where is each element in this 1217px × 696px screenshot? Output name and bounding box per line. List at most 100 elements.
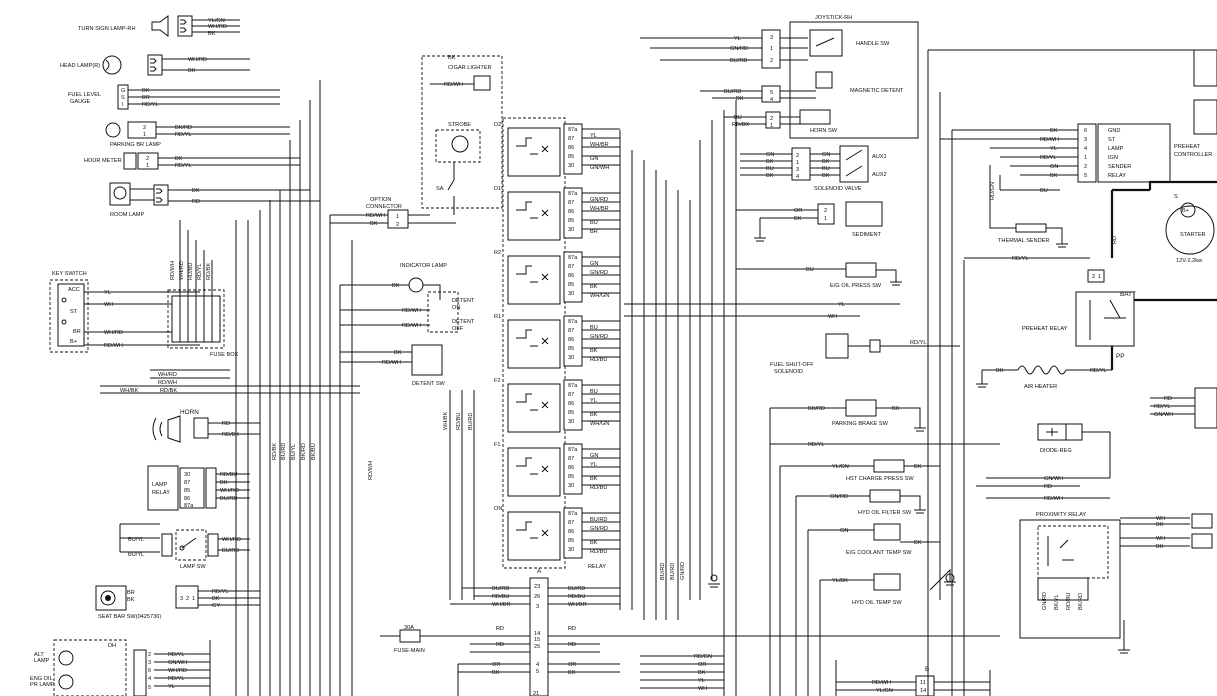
wire-label: RD/BK <box>160 388 177 394</box>
relay-pin: 87 <box>568 328 574 334</box>
room-lamp-icon <box>113 186 127 200</box>
preheat-controller: 6 3 4 1 2 5 GND ST LAMP IGN SENDER RELAY… <box>927 49 1217 696</box>
pin-label: 14 <box>920 688 926 694</box>
pin-label: 1 <box>143 132 146 138</box>
sediment-label: SEDIMENT <box>852 232 881 238</box>
wire-label: YL/GN <box>832 464 849 470</box>
pin-label: 87 <box>184 480 190 486</box>
pin-label: 14 <box>534 631 540 637</box>
wire-label: RD/BK <box>222 432 239 438</box>
wire-label: BU/RD <box>281 443 287 460</box>
cigar-icon <box>473 75 491 91</box>
solenoid-valve-label: SOLENOID VALVE <box>814 186 862 192</box>
wire-label: RD/BU <box>568 594 585 600</box>
relay-wire: BK <box>590 540 598 546</box>
relay-pin: 85 <box>568 154 574 160</box>
wire-label: GN <box>840 528 848 534</box>
relay-coil-icon <box>507 191 561 241</box>
relay-pin: 87 <box>568 520 574 526</box>
hour-meter: HOUR METER 2 1 BK RD/YL <box>84 152 300 170</box>
wire-label: WH/BR <box>568 602 587 608</box>
wire-label: GY <box>212 603 220 609</box>
turn-lamp-icon <box>151 15 169 37</box>
strobe-icon <box>451 135 469 153</box>
wire-label: RD/GN <box>694 654 712 660</box>
wire-label: RD/YL <box>168 652 184 658</box>
wire-label: RD/WH <box>158 380 177 386</box>
wire-label: DH <box>108 643 116 649</box>
wire-label: RD <box>192 199 200 205</box>
wire-label: RD <box>1044 484 1052 490</box>
wire-label: YL <box>734 36 741 42</box>
wire-label: OR <box>698 662 706 668</box>
wire-label: YL <box>168 684 175 690</box>
relay-coil-icon <box>507 127 561 177</box>
relay-bus: BU/RD BU/RD GN/RD RD/GN OR BK YL WH <box>619 100 737 696</box>
wire-label: RD/WH <box>368 461 374 480</box>
relay-pin: 87 <box>568 392 574 398</box>
hour-meter-label: HOUR METER <box>84 158 122 164</box>
detent-sw-icon <box>411 344 443 376</box>
wire-label: BK <box>914 540 922 546</box>
horn-label: HORN <box>180 409 199 416</box>
relay-wire: BK <box>590 412 598 418</box>
relay-wire: WH/GN <box>590 421 609 427</box>
wire-label: RD/YL <box>142 102 158 108</box>
turn-lamp-label: TURN SIGN LAMP-RH <box>78 26 136 32</box>
fuse-main-icon <box>399 629 421 643</box>
pin-label: 3 <box>536 604 539 610</box>
pin-label: 1 <box>1084 155 1087 161</box>
fuel-shutoff-label: SOLENOID <box>774 369 803 375</box>
fuse-rating: 30A <box>404 625 414 631</box>
relay-wire: WH/BR <box>590 206 609 212</box>
wire-label: WH <box>828 314 837 320</box>
wire-label: YL/GN <box>876 688 893 694</box>
pin-label: 1 <box>824 216 827 222</box>
relay-pin: 86 <box>568 209 574 215</box>
pin-label: 15 <box>534 637 540 643</box>
relay-wire: BU <box>590 220 598 226</box>
option-label: OPTION <box>370 197 391 203</box>
strobe-label: STROBE <box>448 122 471 128</box>
starter-icon <box>1165 205 1215 255</box>
wire-label: BK <box>142 88 150 94</box>
relay-name: F2 <box>494 378 501 384</box>
wire-label: RD/YL <box>910 340 926 346</box>
wire-label: WH/BR <box>492 602 511 608</box>
starter-terminal: S <box>1174 194 1178 200</box>
wire-label: OR <box>492 662 500 668</box>
wire-label: BK <box>175 156 183 162</box>
wire-label: BK <box>822 159 830 165</box>
wire-label: BU/RD <box>568 586 585 592</box>
wire-label: BU/RD <box>670 563 676 580</box>
wire-label: WH <box>104 302 113 308</box>
pin-label: 2 <box>186 596 189 602</box>
wire-label: RD <box>568 626 576 632</box>
lamp-switch: BU/YL BU/YL LAMP SW WH/RD BU/RD <box>119 523 250 570</box>
wire-label: RD <box>222 421 230 427</box>
pin-label: 1 <box>396 214 399 220</box>
pin-label: 1 <box>796 160 799 166</box>
wire-label: RD/WH <box>402 323 421 329</box>
relay-pin: 86 <box>568 401 574 407</box>
pin-label: 4 <box>1084 146 1087 152</box>
wire-label: BK <box>208 31 216 37</box>
wire-label: BK <box>492 670 500 676</box>
key-switch-label: KEY SWITCH <box>52 271 87 277</box>
preheat-ctrl-label: CONTROLLER <box>1174 152 1212 158</box>
connector-label: B <box>925 666 929 673</box>
magnetic-icon <box>815 71 833 89</box>
wire-label: RD/BK <box>732 122 749 128</box>
relay-name: D1 <box>494 186 501 192</box>
connector-a: A 23 26 3 14 15 25 4 5 21 BU/RD RD/BU WH… <box>380 568 1000 696</box>
handle-sw-icon <box>809 29 843 57</box>
wire-label: BU/RD <box>660 563 666 580</box>
room-lamp-label: ROOM LAMP <box>110 212 144 218</box>
relay-pin: 87 <box>568 456 574 462</box>
wire-label: BU/RD <box>222 548 239 554</box>
pin-label: 2 <box>148 652 151 658</box>
fuel-shutoff-label: FUEL SHUT-OFF <box>770 362 814 368</box>
wire-label: WH/BK <box>120 388 139 394</box>
